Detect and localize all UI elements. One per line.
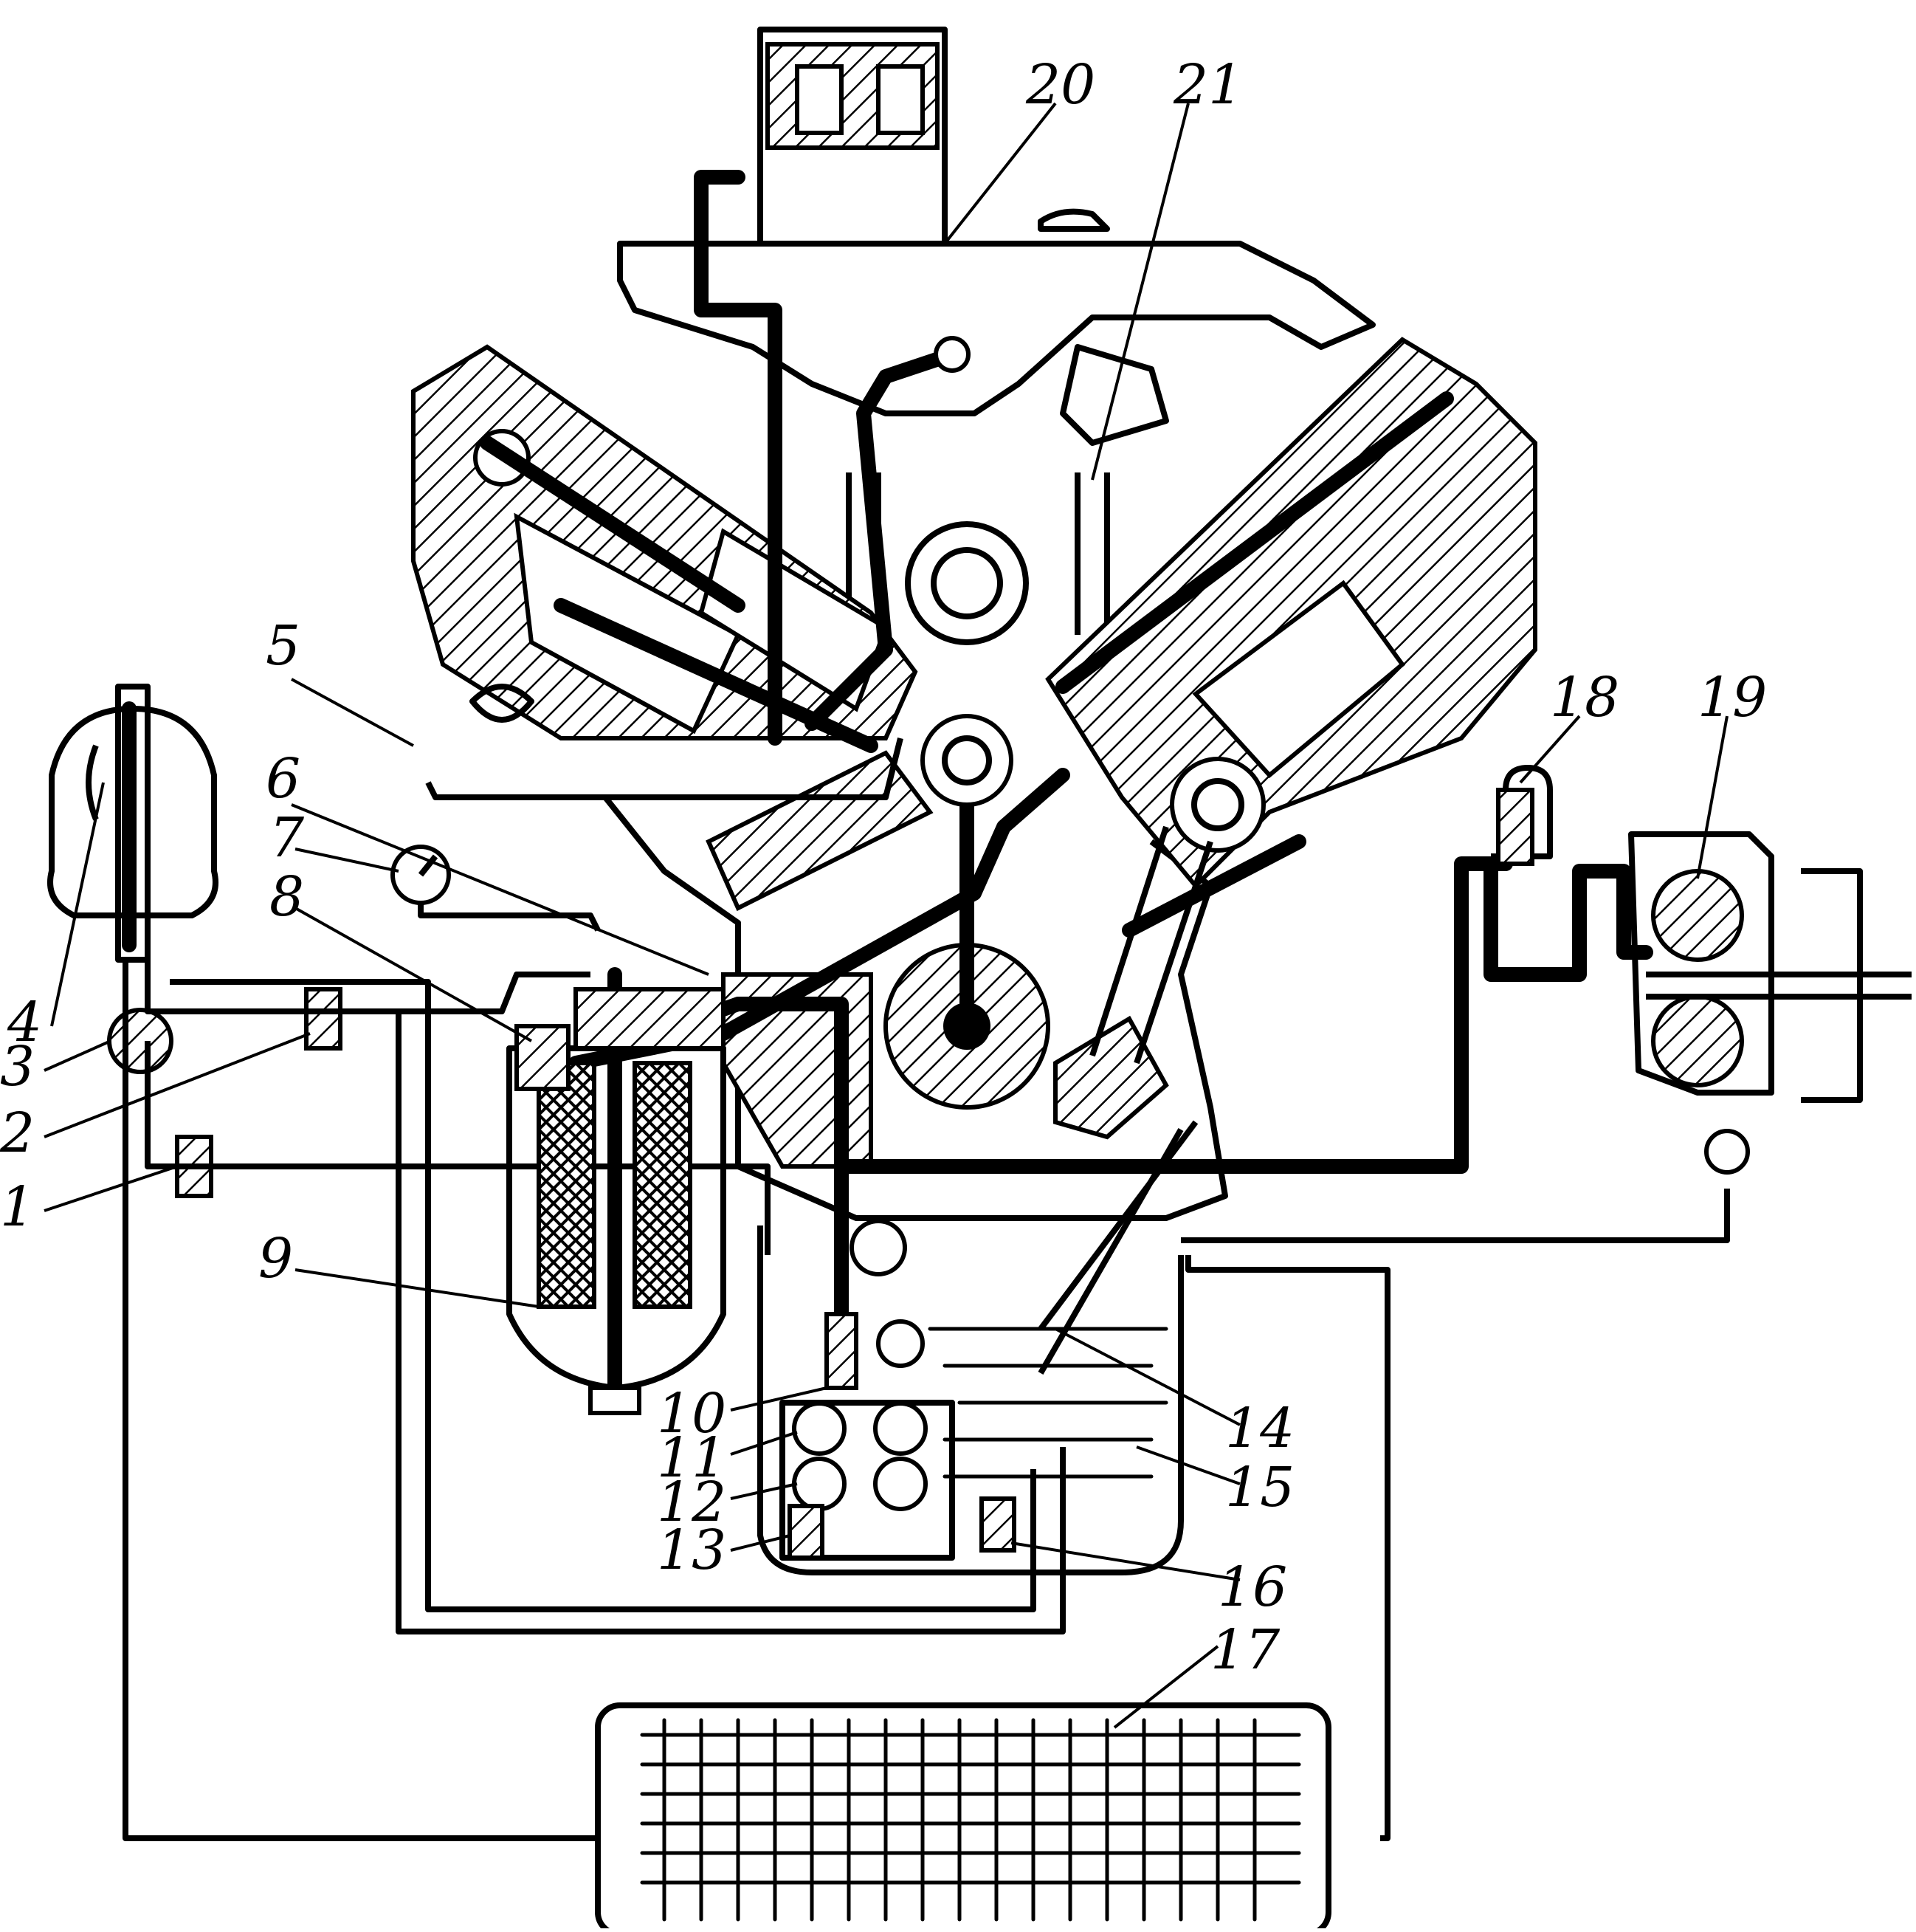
callout-11: 11: [657, 1426, 726, 1490]
oil-pump: [779, 1219, 1016, 1561]
callout-9: 9: [258, 1227, 293, 1290]
callout-20: 20: [1025, 53, 1095, 117]
callout-8: 8: [269, 865, 304, 929]
callout-6: 6: [266, 747, 300, 811]
callout-16: 16: [1218, 1555, 1287, 1619]
top-pump-unit: [694, 27, 971, 746]
callout-7: 7: [269, 806, 304, 870]
full-flow-filter: [506, 967, 726, 1415]
callout-1: 1: [0, 1175, 35, 1239]
callout-17: 17: [1210, 1618, 1280, 1682]
bypass-valve: [1491, 765, 1553, 866]
oil-lines: [123, 738, 1730, 1841]
fan-coupling: [1628, 831, 1912, 1175]
callout-labels: 1 2 3 4 5 6 7 8 9 10 11 12 13 14 15 16 1…: [0, 53, 1767, 1682]
callout-12: 12: [657, 1471, 726, 1534]
callout-3: 3: [0, 1035, 35, 1099]
leader-lines: [44, 102, 1729, 1729]
callout-13: 13: [657, 1519, 726, 1582]
oil-cooler: [595, 1702, 1331, 1932]
callout-18: 18: [1550, 666, 1619, 729]
left-cylinder-bank: [411, 344, 918, 753]
callout-14: 14: [1225, 1397, 1295, 1460]
right-cylinder-bank: [1045, 337, 1537, 1065]
callout-10: 10: [657, 1382, 726, 1445]
callout-15: 15: [1225, 1456, 1295, 1519]
callout-2: 2: [0, 1101, 35, 1165]
callout-21: 21: [1173, 53, 1243, 117]
callout-4: 4: [7, 991, 42, 1054]
callout-5: 5: [266, 614, 300, 678]
callout-19: 19: [1698, 666, 1767, 729]
pressure-gauge-icon: [390, 845, 601, 932]
